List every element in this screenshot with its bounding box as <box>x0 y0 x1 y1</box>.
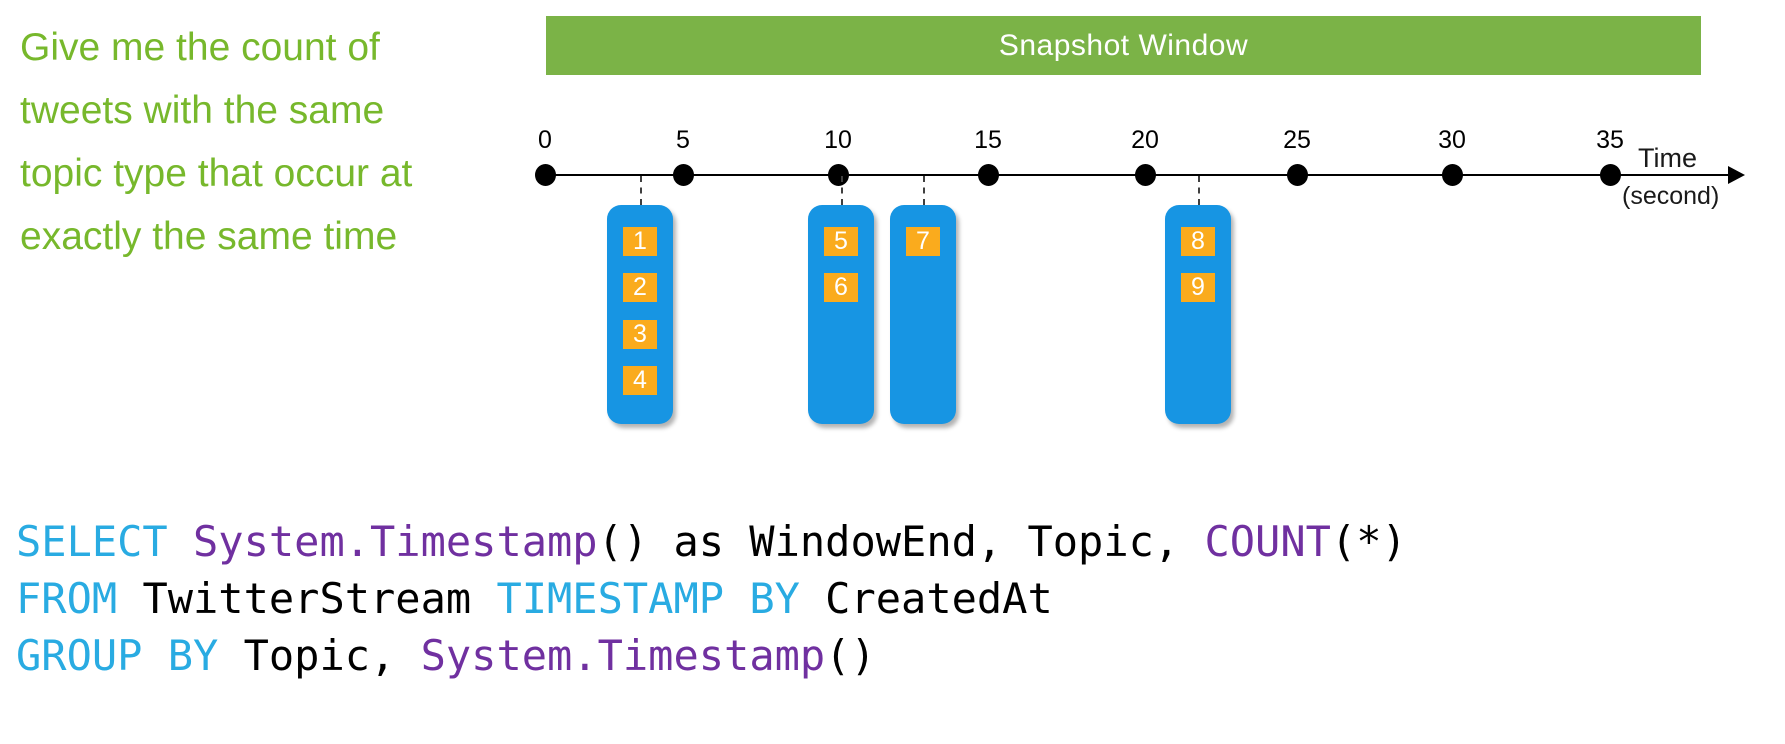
snapshot-window-banner: Snapshot Window <box>546 16 1701 75</box>
event-group-connector <box>1198 176 1200 205</box>
time-axis-label: Time <box>1638 143 1697 173</box>
tick-dot-20 <box>1134 164 1156 186</box>
time-axis-unit-label: (second) <box>1622 182 1720 210</box>
sql-token-function: COUNT <box>1204 517 1331 566</box>
sql-token-plain: (*) <box>1330 517 1407 566</box>
event-group-connector <box>841 176 843 205</box>
event-chip-7: 7 <box>906 227 940 256</box>
event-chip-1: 1 <box>623 227 657 256</box>
sql-code-line: GROUP BY Topic, System.Timestamp() <box>16 627 1407 684</box>
event-group-connector <box>923 176 925 205</box>
event-chip-2: 2 <box>623 273 657 302</box>
sql-token-keyword: TIMESTAMP BY <box>496 574 800 623</box>
sql-token-keyword: SELECT <box>16 517 168 566</box>
sql-code-line: FROM TwitterStream TIMESTAMP BY CreatedA… <box>16 570 1407 627</box>
event-group-box: 7 <box>890 205 956 424</box>
event-chip-6: 6 <box>824 273 858 302</box>
sql-token-keyword: FROM <box>16 574 118 623</box>
query-description-text: Give me the count of tweets with the sam… <box>20 26 413 258</box>
event-chip-8: 8 <box>1181 227 1215 256</box>
tick-label-30: 30 <box>1438 126 1466 154</box>
tick-label-20: 20 <box>1131 126 1159 154</box>
tick-dot-35 <box>1599 164 1621 186</box>
sql-token-function: System.Timestamp <box>420 631 826 680</box>
event-chip-5: 5 <box>824 227 858 256</box>
tick-dot-5 <box>672 164 694 186</box>
event-group-connector <box>640 176 642 205</box>
sql-token-plain: TwitterStream <box>117 574 497 623</box>
event-chip-3: 3 <box>623 320 657 349</box>
sql-token-keyword: GROUP BY <box>16 631 219 680</box>
tick-label-35: 35 <box>1596 126 1624 154</box>
event-group-box: 1 2 3 4 <box>607 205 673 424</box>
event-chip-9: 9 <box>1181 273 1215 302</box>
tick-label-15: 15 <box>974 126 1002 154</box>
tick-label-5: 5 <box>676 126 690 154</box>
sql-token-plain: Topic, <box>218 631 421 680</box>
sql-token-function: System.Timestamp <box>193 517 598 566</box>
tick-dot-25 <box>1286 164 1308 186</box>
tick-dot-30 <box>1441 164 1463 186</box>
tick-label-25: 25 <box>1283 126 1311 154</box>
event-chip-4: 4 <box>623 366 657 395</box>
sql-code-line: SELECT System.Timestamp() as WindowEnd, … <box>16 513 1407 570</box>
sql-token-plain <box>168 517 193 566</box>
timeline-axis-line <box>538 174 1728 176</box>
snapshot-window-banner-label: Snapshot Window <box>998 28 1249 62</box>
sql-token-plain: CreatedAt <box>799 574 1053 623</box>
tick-dot-10 <box>827 164 849 186</box>
tick-dot-15 <box>977 164 999 186</box>
sql-token-plain: () <box>825 631 876 680</box>
tick-label-0: 0 <box>538 126 552 154</box>
timeline-arrowhead-icon <box>1728 166 1745 184</box>
tick-label-10: 10 <box>824 126 852 154</box>
tick-dot-0 <box>534 164 556 186</box>
sql-token-plain: () as WindowEnd, Topic, <box>597 517 1205 566</box>
sql-code-block: SELECT System.Timestamp() as WindowEnd, … <box>16 513 1407 684</box>
